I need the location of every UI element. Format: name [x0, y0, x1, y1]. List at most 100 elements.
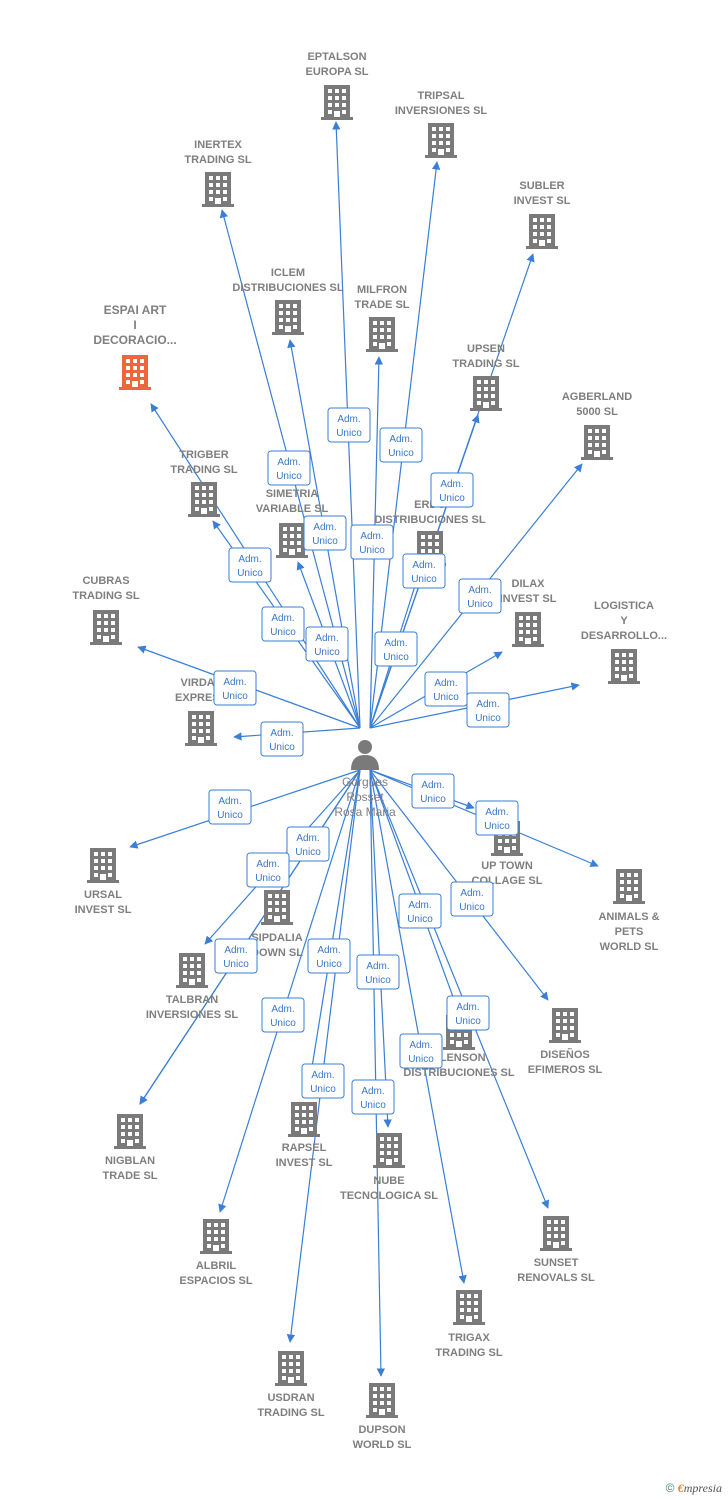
company-label-line: DESARROLLO... — [581, 630, 667, 642]
relation-badge-simetria[interactable]: Adm.Unico — [305, 626, 349, 662]
badge-box — [458, 578, 502, 614]
company-label-line: NIGBLAN — [105, 1155, 155, 1167]
badge-box — [261, 606, 305, 642]
building-icon — [613, 869, 645, 904]
relation-badge-sunset[interactable]: Adm.Unico — [446, 995, 490, 1031]
relation-badge-albril[interactable]: Adm.Unico — [261, 997, 305, 1033]
relation-badge-disenos[interactable]: Adm.Unico — [450, 881, 494, 917]
badge-box — [286, 826, 330, 862]
badge-label-line: Unico — [459, 902, 485, 913]
relation-badge-dilax[interactable]: Adm.Unico — [424, 671, 468, 707]
relation-badge-ursal[interactable]: Adm.Unico — [208, 789, 252, 825]
relation-badge-logistica[interactable]: Adm.Unico — [466, 692, 510, 728]
company-node-logistica[interactable]: LOGISTICAYDESARROLLO... — [581, 600, 667, 684]
copyright-symbol: © — [665, 1481, 675, 1495]
relation-badge-nube[interactable]: Adm.Unico — [356, 954, 400, 990]
badge-label-line: Adm. — [311, 1070, 334, 1081]
building-icon — [90, 610, 122, 645]
company-label-line: RENOVALS SL — [517, 1272, 595, 1284]
relation-badge-trigber[interactable]: Adm.Unico — [261, 606, 305, 642]
relation-badge-cubras[interactable]: Adm.Unico — [213, 670, 257, 706]
company-label-line: TRADING SL — [184, 154, 252, 166]
company-label-line: AGBERLAND — [562, 391, 632, 403]
relation-badge-virdal[interactable]: Adm.Unico — [260, 721, 304, 757]
company-label-line: UPSEN — [467, 343, 505, 355]
company-label-line: ANIMALS & — [598, 911, 659, 923]
company-label-line: I — [133, 318, 136, 332]
badge-box — [246, 852, 290, 888]
relation-badge-dupson[interactable]: Adm.Unico — [351, 1079, 395, 1115]
badge-box — [307, 938, 351, 974]
edge-usdran — [286, 769, 361, 1343]
company-node-rapsel[interactable]: RAPSEL INVEST SL — [276, 1102, 333, 1169]
company-label-line: TRADING SL — [72, 590, 140, 602]
relation-badge-inertex[interactable]: Adm.Unico — [267, 450, 311, 486]
brand-logo[interactable]: €mpresia — [677, 1481, 722, 1495]
company-label-line: DISTRIBUCIONES SL — [374, 514, 486, 526]
relation-badge-usdran[interactable]: Adm.Unico — [301, 1063, 345, 1099]
badge-label-line: Adm. — [408, 900, 431, 911]
building-icon — [512, 612, 544, 647]
person-name-line: Rosset — [346, 790, 384, 804]
relation-badge-plenson[interactable]: Adm. Unico — [398, 893, 442, 929]
edge-rapsel — [304, 769, 361, 1099]
relation-badge-animals[interactable]: Adm.Unico — [475, 800, 519, 836]
company-label-line: 5000 SL — [576, 406, 618, 418]
relation-badge-subler[interactable]: Adm.Unico — [430, 472, 474, 508]
relation-badge-uptown[interactable]: Adm.Unico — [411, 773, 455, 809]
relation-badge-erdo[interactable]: Adm.Unico — [374, 631, 418, 667]
relation-badge-eptalson[interactable]: Adm.Unico — [327, 407, 371, 443]
badge-box — [301, 1063, 345, 1099]
company-label-line: TRADE SL — [103, 1170, 158, 1182]
relation-badge-tripsal[interactable]: Adm.Unico — [379, 427, 423, 463]
relation-badge-upsen[interactable]: Adm.Unico — [402, 553, 446, 589]
relation-badge-espai[interactable]: Adm.Unico — [228, 547, 272, 583]
badge-box — [475, 800, 519, 836]
company-label-line: INVEST SL — [276, 1157, 333, 1169]
company-label-line: RAPSEL — [282, 1142, 327, 1154]
relation-badge-talbran[interactable]: Adm.Unico — [246, 852, 290, 888]
relation-badge-nigblan[interactable]: Adm.Unico — [214, 938, 258, 974]
relation-badge-iclem[interactable]: Adm.Unico — [303, 515, 347, 551]
relation-badge-agberland[interactable]: Adm.Unico — [458, 578, 502, 614]
relation-badge-rapsel[interactable]: Adm.Unico — [307, 938, 351, 974]
badge-box — [260, 721, 304, 757]
badge-label-line: Unico — [407, 914, 433, 925]
badge-label-line: Adm. — [238, 554, 261, 565]
company-node-agberland[interactable]: AGBERLAND 5000 SL — [562, 391, 632, 460]
badge-label-line: Adm. — [421, 780, 444, 791]
relation-badge-trigax[interactable]: Adm.Unico — [399, 1033, 443, 1069]
company-node-nigblan[interactable]: NIGBLAN TRADE SL — [103, 1114, 158, 1182]
company-node-espai[interactable]: ESPAI ARTIDECORACIO... — [93, 303, 177, 390]
company-label-line: PETS — [615, 926, 644, 938]
badge-label-line: Adm. — [224, 945, 247, 956]
relation-badge-sipdalia[interactable]: Adm.Unico — [286, 826, 330, 862]
relation-badge-milfron[interactable]: Adm.Unico — [350, 524, 394, 560]
